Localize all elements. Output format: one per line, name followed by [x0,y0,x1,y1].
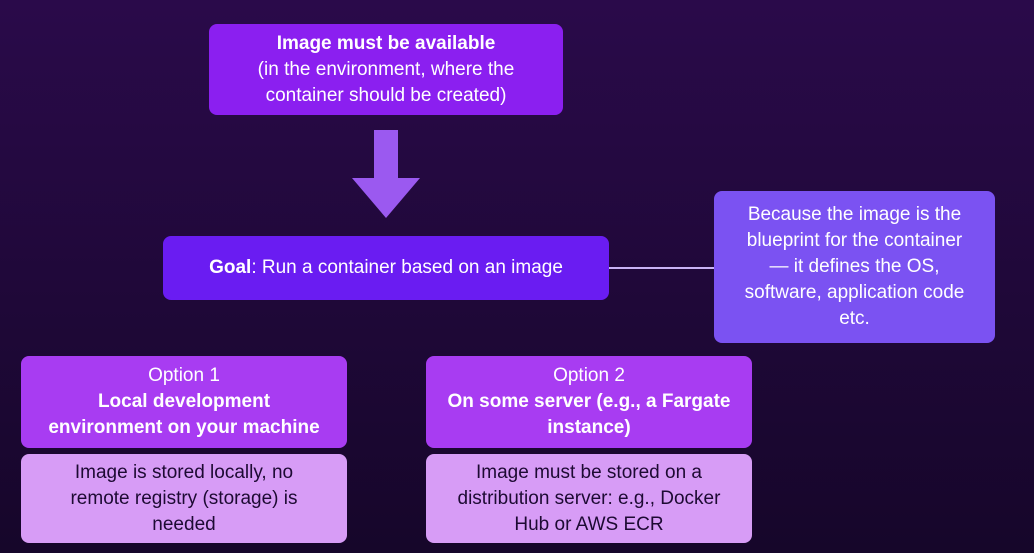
requirement-title: Image must be available [276,32,496,54]
goal-text: : Run a container based on an image [251,257,563,278]
note-line-1: Because the image is the [747,204,962,225]
option-2-title-line-1: On some server (e.g., a Fargate [447,391,731,412]
note-line-4: software, application code [744,282,965,303]
option-2-label: Option 2 [553,365,625,386]
option-2-body-line-2: distribution server: e.g., Docker [457,487,721,509]
option-1-description: Image is stored locally, no remote regis… [21,454,347,543]
note-line-5: etc. [839,308,870,329]
option-2-title-line-2: instance) [547,417,631,438]
option-1-label: Option 1 [148,365,220,386]
option-2-header: Option 2 On some server (e.g., a Fargate… [426,356,752,448]
note-line-3: — it defines the OS, [769,256,940,277]
requirement-line-1: (in the environment, where the [257,58,515,80]
connector-line [609,267,714,269]
down-arrow-icon [352,130,420,218]
option-1-body-line-2: remote registry (storage) is [70,487,298,509]
option-1-title-line-1: Local development [97,391,271,412]
requirement-box: Image must be available (in the environm… [209,24,563,115]
option-2-description: Image must be stored on a distribution s… [426,454,752,543]
option-1-body-line-1: Image is stored locally, no [74,461,294,483]
option-1-body-line-3: needed [152,513,216,535]
goal-label: Goal [209,257,252,278]
option-2-body-line-3: Hub or AWS ECR [514,513,664,535]
option-1-title-line-2: environment on your machine [48,417,320,438]
requirement-line-2: container should be created) [265,84,507,106]
explanation-note: Because the image is the blueprint for t… [714,191,995,343]
option-1-header: Option 1 Local development environment o… [21,356,347,448]
option-2-body-line-1: Image must be stored on a [475,461,702,483]
goal-box: Goal: Run a container based on an image [163,236,609,300]
note-line-2: blueprint for the container [746,230,963,251]
